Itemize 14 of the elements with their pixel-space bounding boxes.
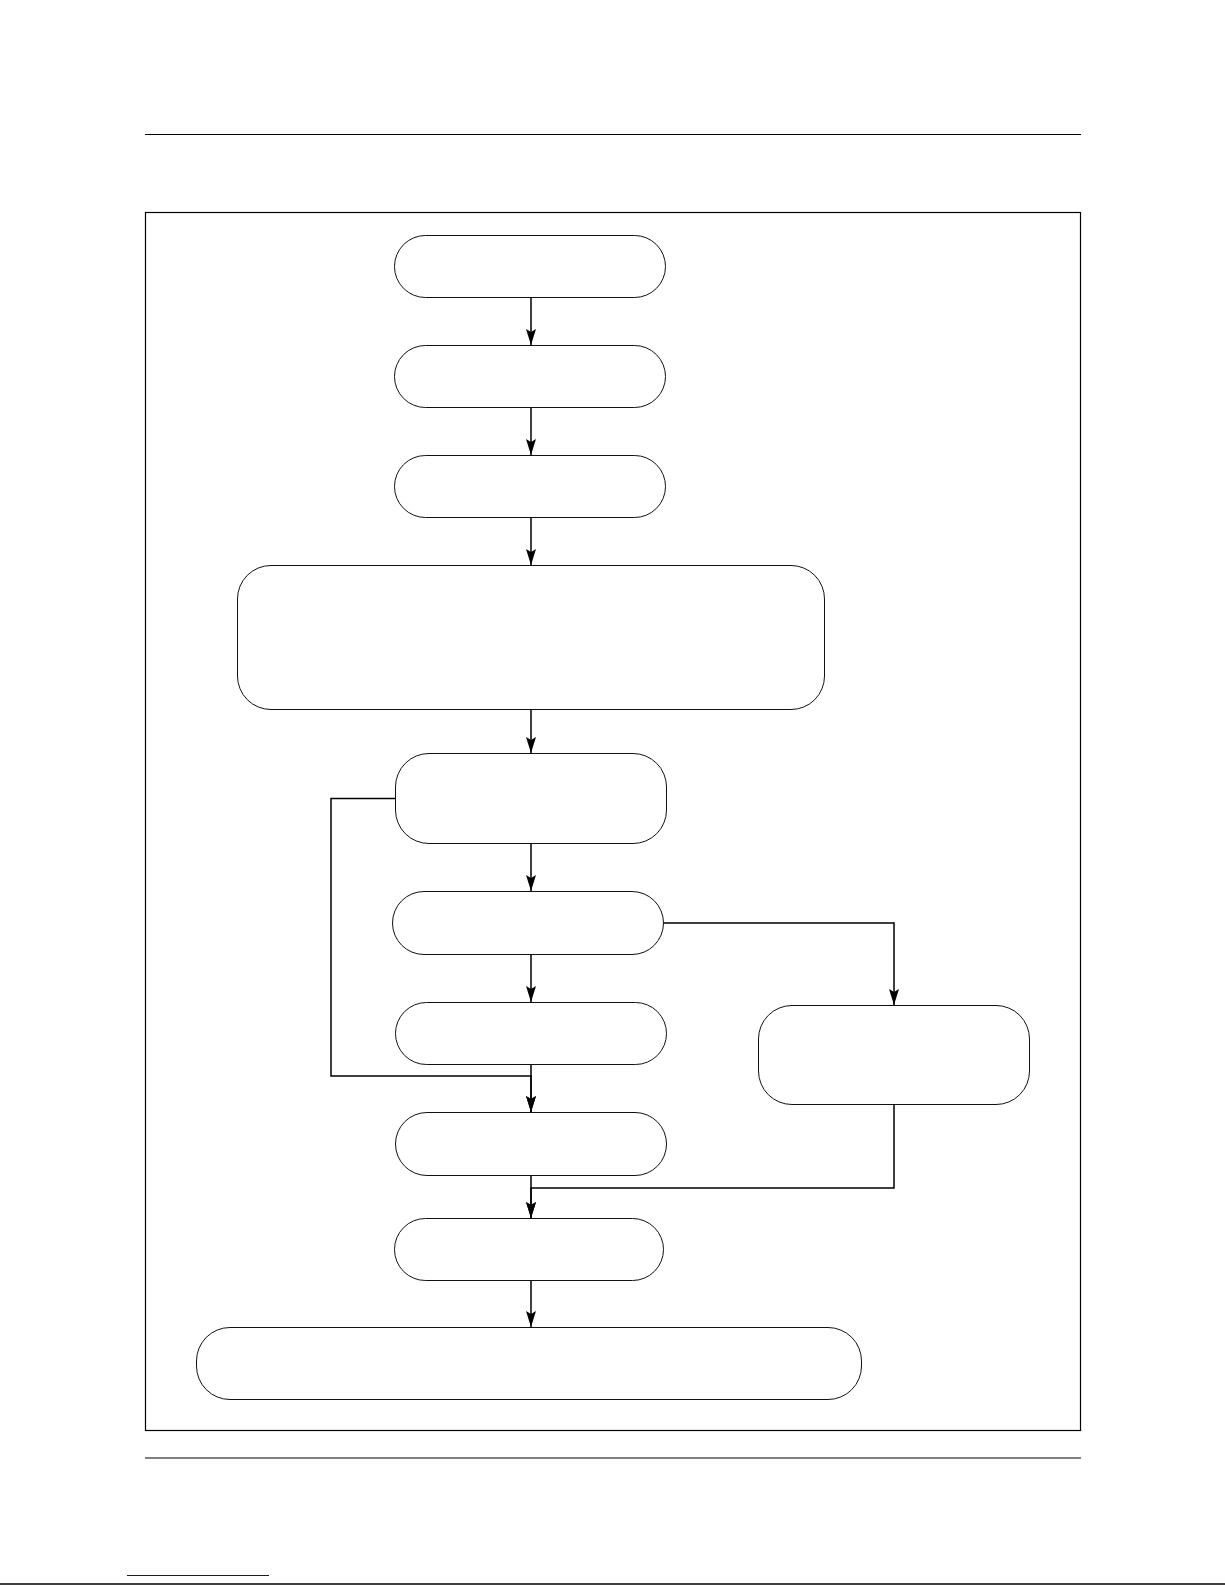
arrow <box>526 1280 536 1328</box>
process-box <box>237 565 825 710</box>
arrow <box>526 1104 895 1219</box>
process-box <box>758 1005 1030 1105</box>
arrow <box>526 517 536 566</box>
arrow <box>526 407 536 456</box>
arrow <box>526 297 536 346</box>
arrow <box>526 954 536 1003</box>
arrow <box>330 797 536 1113</box>
arrow <box>526 709 536 754</box>
process-box <box>395 753 667 844</box>
arrow <box>663 922 899 1006</box>
arrow <box>526 843 536 892</box>
process-box <box>196 1327 862 1400</box>
